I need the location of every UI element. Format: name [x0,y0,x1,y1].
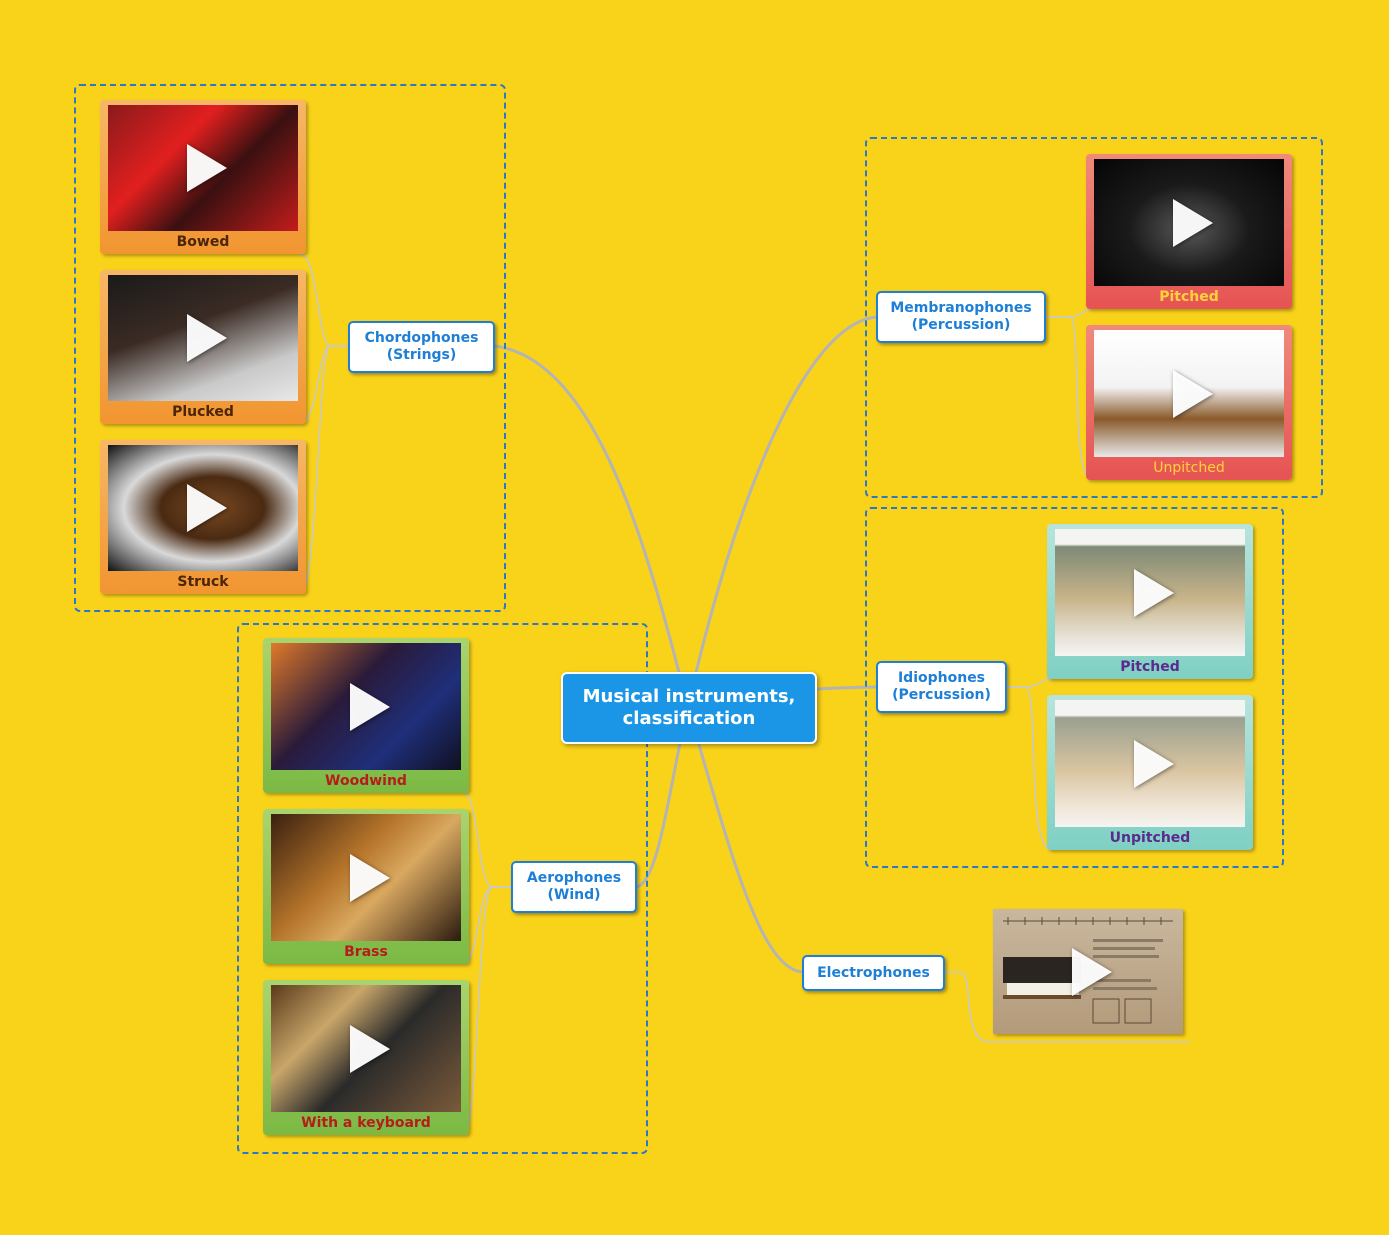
link-central-membranophones [686,315,878,709]
aerophones-label: Aerophones [526,870,622,886]
video-caption: Woodwind [325,773,407,789]
play-icon [1134,568,1174,617]
video-caption: With a keyboard [301,1115,431,1131]
central-topic-line2: classification [622,708,756,729]
video-caption: Plucked [172,404,234,420]
play-icon [1173,198,1213,247]
link-chordophones-bowed [299,253,348,347]
link-membranophones-unpitched [1045,316,1093,481]
idiophones-group-boundary [865,507,1284,868]
membranophones-sublabel: (Percussion) [911,317,1011,333]
link-central-chordophones [493,344,690,709]
video-card-idiophones-pitched[interactable]: Pitched [1047,524,1253,679]
aerophones-group-boundary [237,623,648,1154]
play-icon [1134,739,1174,788]
video-card-idiophones-unpitched[interactable]: Unpitched [1047,695,1253,850]
link-electrophones-video [944,971,1190,1043]
play-icon [187,484,227,532]
play-icon [350,1024,390,1073]
video-card-plucked[interactable]: Plucked [100,270,306,424]
video-card-keyboard[interactable]: With a keyboard [263,980,469,1135]
video-card-bowed[interactable]: Bowed [100,100,306,254]
link-aerophones-woodwind [463,792,511,888]
chordophones-group-boundary [74,84,506,612]
membranophones-group-boundary [865,137,1323,498]
video-thumbnail [1055,700,1245,827]
membranophones-node[interactable]: Membranophones (Percussion) [876,291,1046,343]
chordophones-sublabel: (Strings) [386,347,457,363]
link-chordophones-struck [299,345,348,595]
idiophones-node[interactable]: Idiophones (Percussion) [876,661,1007,713]
play-icon [1173,369,1213,418]
video-card-electrophones[interactable] [993,909,1183,1034]
chordophones-label: Chordophones [364,330,479,346]
play-icon [187,314,227,362]
video-caption: Pitched [1120,659,1180,675]
video-caption: Struck [177,574,229,590]
video-thumbnail [271,643,461,770]
video-thumbnail [108,445,298,571]
video-caption: Unpitched [1109,830,1191,846]
video-caption: Bowed [176,234,230,250]
aerophones-sublabel: (Wind) [547,887,601,903]
play-icon [350,853,390,902]
play-icon [350,682,390,731]
aerophones-node[interactable]: Aerophones (Wind) [511,861,637,913]
idiophones-sublabel: (Percussion) [892,687,991,703]
video-thumbnail [1094,330,1284,457]
central-topic-line1: Musical instruments, [582,686,796,707]
video-thumbnail [1055,529,1245,656]
video-caption: Brass [344,944,388,960]
video-card-woodwind[interactable]: Woodwind [263,638,469,793]
membranophones-label: Membranophones [890,300,1032,316]
link-aerophones-keyboard [463,886,511,1136]
link-central-electrophones [686,705,805,974]
play-icon [187,144,227,192]
video-thumbnail [271,985,461,1112]
link-idiophones-unpitched [1006,686,1053,851]
central-topic[interactable]: Musical instruments, classification [561,672,817,744]
video-card-membranophones-unpitched[interactable]: Unpitched [1086,325,1292,480]
video-card-struck[interactable]: Struck [100,440,306,594]
play-icon [1072,947,1112,996]
electrophones-node[interactable]: Electrophones [802,955,945,991]
video-thumbnail [108,275,298,401]
synthesizer-thumbnail [1003,917,1173,1024]
video-card-membranophones-pitched[interactable]: Pitched [1086,154,1292,309]
video-thumbnail [108,105,298,231]
video-caption: Unpitched [1153,460,1225,476]
idiophones-label: Idiophones [897,670,986,686]
video-thumbnail [1094,159,1284,286]
chordophones-node[interactable]: Chordophones (Strings) [348,321,495,373]
electrophones-label: Electrophones [817,964,930,981]
video-card-brass[interactable]: Brass [263,809,469,964]
video-thumbnail [271,814,461,941]
video-caption: Pitched [1159,289,1219,305]
